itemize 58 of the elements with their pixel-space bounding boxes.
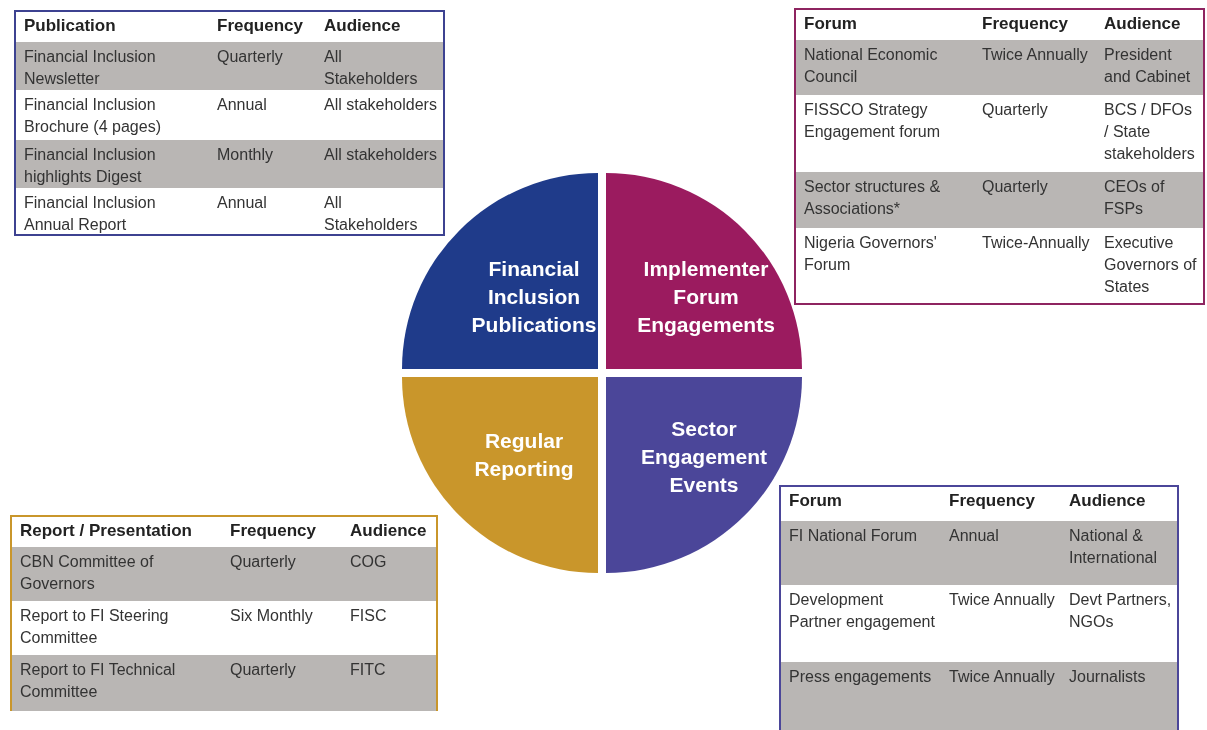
column-header: Publication [24,15,117,37]
table-entry: Nigeria Governors' Forum [804,233,938,275]
table-entry: Monthly [217,145,275,165]
table-entry: Twice Annually [949,667,1056,687]
table-entry: National & International [1069,526,1159,568]
table-entry: BCS / DFOs / State stakeholders [1104,100,1196,164]
table-entry: Quarterly [982,100,1049,120]
table-entry: Twice-Annually [982,233,1091,253]
table-entry: Report to FI Technical Committee [20,660,177,702]
table-entry: Quarterly [217,47,284,67]
column-header: Frequency [217,15,304,37]
table-entry: FISSCO Strategy Engagement forum [804,100,942,142]
table-entry: Quarterly [982,177,1049,197]
table-entry: Six Monthly [230,606,314,626]
quadrant-label: Implementer Forum Engagements [636,256,776,338]
table-entry: All Stakeholders [324,193,419,235]
table-entry: COG [350,552,388,572]
quadrant-label: Sector Engagement Events [640,416,768,498]
column-header: Frequency [949,490,1036,512]
table-entry: Quarterly [230,660,297,680]
quadrant-label: Financial Inclusion Publications [470,256,598,338]
table-entry: Twice Annually [982,45,1089,65]
table-entry: Press engagements [789,667,933,687]
column-header: Forum [804,13,858,35]
column-header: Frequency [230,520,317,542]
table-entry: FISC [350,606,388,626]
table-entry: FI National Forum [789,526,919,546]
table-entry: Financial Inclusion highlights Digest [24,145,157,187]
column-header: Audience [1104,13,1182,35]
table-entry: CEOs of FSPs [1104,177,1166,219]
column-header: Audience [324,15,402,37]
table-entry: Development Partner engagement [789,590,936,632]
table-entry: Sector structures & Associations* [804,177,942,219]
table-entry: All stakeholders [324,145,438,165]
table-entry: Devt Partners, NGOs [1069,590,1173,632]
table-entry: Annual [217,95,268,115]
table-entry: Quarterly [230,552,297,572]
table-entry: Annual [217,193,268,213]
column-header: Report / Presentation [20,520,193,542]
column-header: Audience [1069,490,1147,512]
table-entry: Report to FI Steering Committee [20,606,170,648]
table-entry: Annual [949,526,1000,546]
table-entry: All stakeholders [324,95,438,115]
column-header: Frequency [982,13,1069,35]
table-entry: FITC [350,660,387,680]
table-entry: President and Cabinet [1104,45,1192,87]
table-entry: National Economic Council [804,45,939,87]
column-header: Audience [350,520,428,542]
table-entry: Journalists [1069,667,1147,687]
table-entry: Twice Annually [949,590,1056,610]
table-entry: Financial Inclusion Newsletter [24,47,157,89]
table-entry: Financial Inclusion Brochure (4 pages) [24,95,162,137]
table-entry: All Stakeholders [324,47,419,89]
table-entry: CBN Committee of Governors [20,552,155,594]
column-header: Forum [789,490,843,512]
quadrant-label: Regular Reporting [473,428,575,482]
table-entry: Executive Governors of States [1104,233,1198,297]
table-entry: Financial Inclusion Annual Report [24,193,157,235]
